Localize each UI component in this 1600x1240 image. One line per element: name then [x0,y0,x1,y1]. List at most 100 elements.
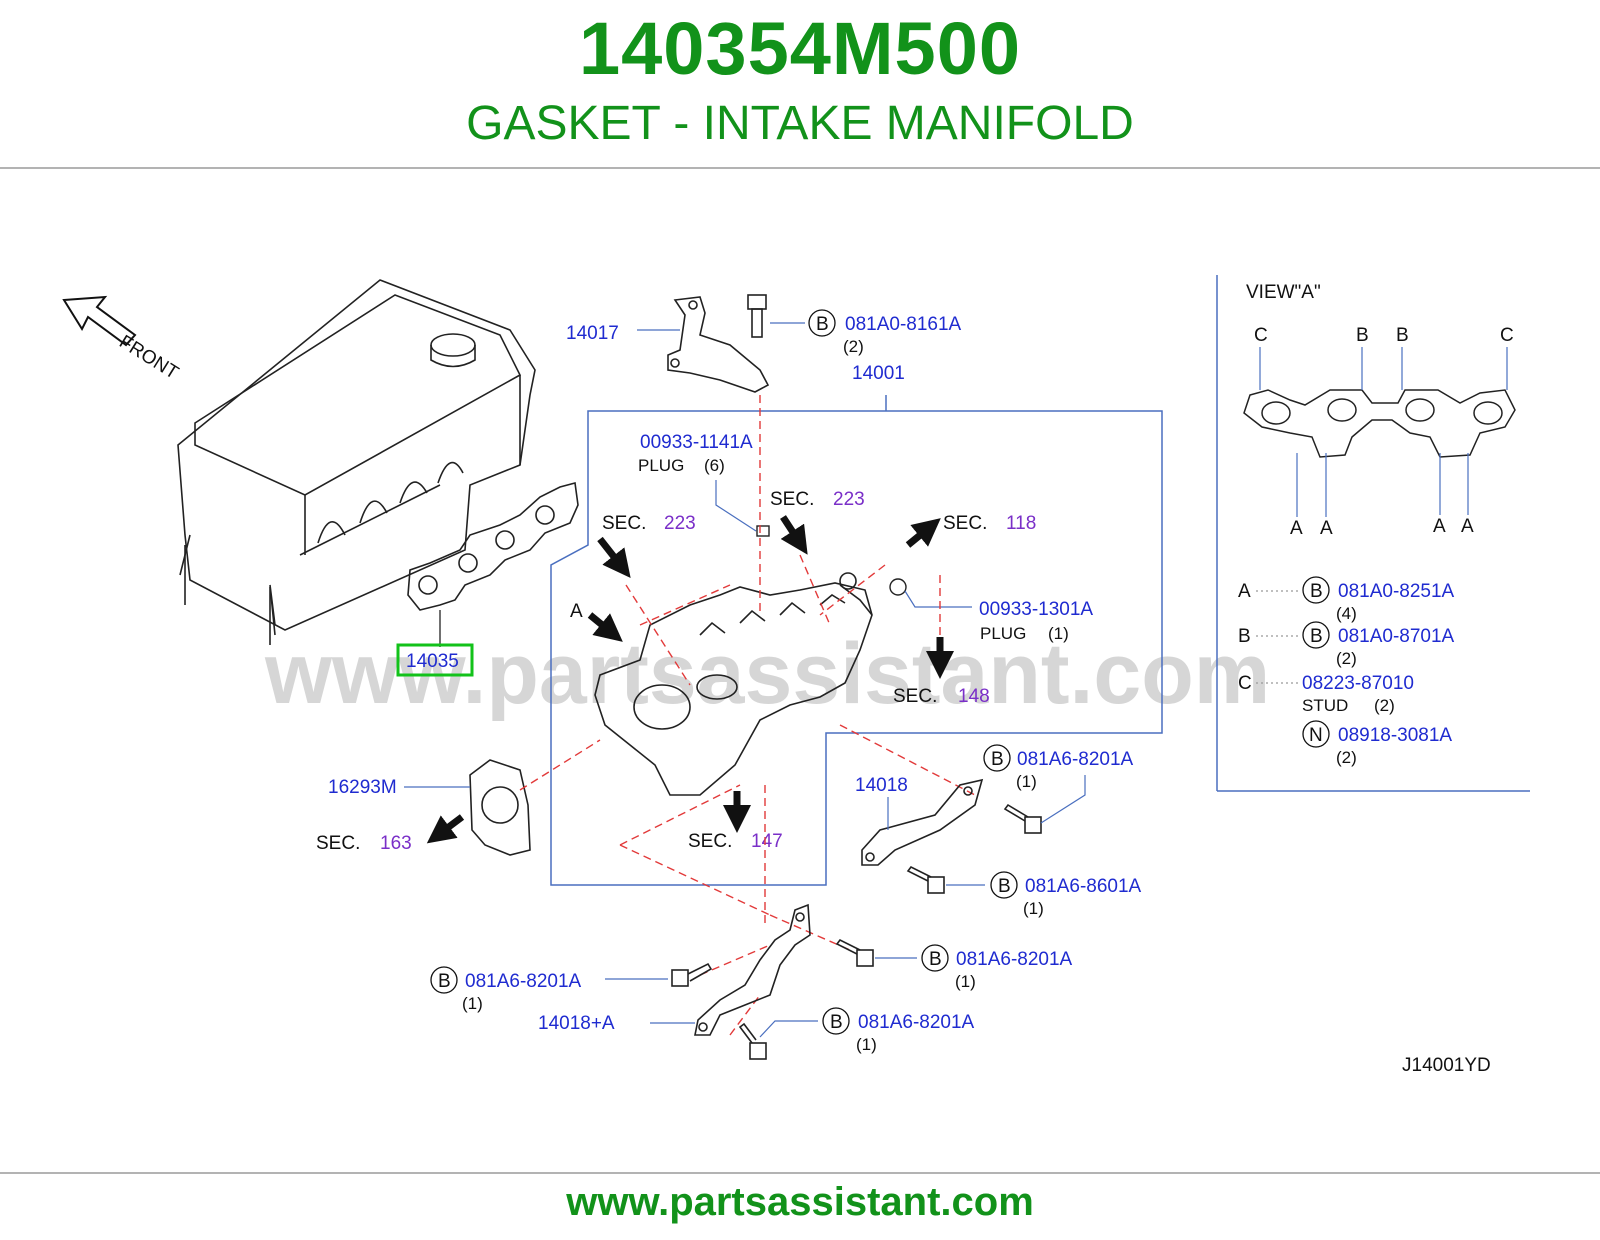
part-label-081A6-8601A[interactable]: 081A6-8601A [1025,876,1142,897]
engine-head-drawing [177,279,536,645]
throttle-gasket-drawing [469,759,531,856]
part-label-16293M[interactable]: 16293M [328,777,397,798]
arrow-icon [905,518,941,548]
sec-word: SEC. [893,686,937,707]
view-letter: C [1500,325,1514,346]
view-letter: A [1290,518,1303,539]
bolt-icon [906,865,945,894]
legend-part-081A0-8701A[interactable]: 081A0-8701A [1338,626,1455,647]
desc-00933-1141A: PLUG [638,456,684,475]
part-label-081A6-8201A-a[interactable]: 081A6-8201A [1017,749,1134,770]
marker-b: B [830,1012,843,1033]
legend-desc: STUD [1302,696,1348,715]
legend-key: C [1238,673,1252,694]
sec-147[interactable]: 147 [751,831,783,852]
assembly-outline-14001 [550,410,1163,886]
legend-part-081A0-8251A[interactable]: 081A0-8251A [1338,581,1455,602]
bracket-14017-drawing [667,296,770,393]
part-label-081A6-8201A-d[interactable]: 081A6-8201A [858,1012,975,1033]
arrow-icon [587,612,623,642]
legend-part-08223-87010[interactable]: 08223-87010 [1302,673,1414,694]
diagram-canvas: www.partsassistant.com FRONT 14035 14001 [62,275,1530,1076]
part-label-081A6-8201A-c[interactable]: 081A6-8201A [465,971,582,992]
bolt-icon [738,1022,767,1060]
bolt-icon [835,938,874,967]
drawing-code: J14001YD [1402,1055,1491,1076]
footer-divider [0,1172,1600,1174]
part-label-081A6-8201A-b[interactable]: 081A6-8201A [956,949,1073,970]
bracket-14018-drawing [861,778,984,866]
legend-key: A [1238,581,1251,602]
legend-qty: (2) [1336,748,1357,767]
legend-key: B [1238,626,1251,647]
bolt-icon [671,962,713,987]
plug-icon [889,578,907,596]
view-a-marker: A [570,601,583,622]
sec-223-left[interactable]: 223 [664,513,696,534]
header-divider [0,167,1600,169]
view-a-panel: VIEW"A" C B B C A A A A A B 081A0-8251A … [1216,275,1530,792]
qty-081A6-8201A-a: (1) [1016,772,1037,791]
front-label: FRONT [115,331,182,384]
part-label-14035[interactable]: 14035 [406,651,459,672]
marker-b: B [816,314,829,335]
sec-word: SEC. [688,831,732,852]
sec-word: SEC. [316,833,360,854]
view-letter: B [1356,325,1369,346]
legend-part-08918-3081A[interactable]: 08918-3081A [1338,725,1452,746]
qty-081A6-8201A-d: (1) [856,1035,877,1054]
legend-qty: (2) [1374,696,1395,715]
sec-word: SEC. [943,513,987,534]
sec-148[interactable]: 148 [958,686,990,707]
bolt-icon [747,294,767,338]
footer-url-link[interactable]: www.partsassistant.com [566,1180,1034,1224]
marker-b: B [998,876,1011,897]
bolt-icon [1003,803,1042,834]
marker-b: B [991,749,1004,770]
qty-081A0-8161A: (2) [843,337,864,356]
desc-00933-1301A: PLUG [980,624,1026,643]
part-name-subtitle: GASKET - INTAKE MANIFOLD [466,97,1134,150]
qty-081A6-8601A: (1) [1023,899,1044,918]
part-label-14018[interactable]: 14018 [855,775,908,796]
part-label-081A0-8161A[interactable]: 081A0-8161A [845,314,962,335]
view-letter: A [1433,516,1446,537]
intake-gasket-drawing [407,481,579,611]
legend-marker: N [1309,725,1323,746]
highlight-box-14035 [396,643,474,677]
part-label-14017[interactable]: 14017 [566,323,619,344]
legend-marker: B [1310,626,1323,647]
legend-marker: B [1310,581,1323,602]
sec-223-right[interactable]: 223 [833,489,865,510]
part-label-14001[interactable]: 14001 [852,363,905,384]
qty-00933-1141A: (6) [704,456,725,475]
marker-b: B [929,949,942,970]
marker-b: B [438,971,451,992]
sec-word: SEC. [602,513,646,534]
sec-word: SEC. [770,489,814,510]
qty-00933-1301A: (1) [1048,624,1069,643]
legend-qty: (4) [1336,604,1357,623]
view-letter: A [1461,516,1474,537]
intake-manifold-drawing [594,572,873,796]
part-label-00933-1301A[interactable]: 00933-1301A [979,599,1093,620]
arrow-icon [597,536,631,579]
parts-diagram: www.partsassistant.com FRONT 14035 14001 [0,205,1600,1165]
qty-081A6-8201A-b: (1) [955,972,976,991]
page-header: 140354M500 GASKET - INTAKE MANIFOLD [0,0,1600,168]
arrow-icon [780,515,808,555]
sec-163[interactable]: 163 [380,833,412,854]
view-a-title: VIEW"A" [1246,282,1321,303]
view-letter: C [1254,325,1268,346]
front-arrow-icon: FRONT [62,295,182,384]
part-number-title: 140354M500 [578,7,1022,90]
part-label-14018A[interactable]: 14018+A [538,1013,615,1034]
view-letter: A [1320,518,1333,539]
sec-118[interactable]: 118 [1006,513,1036,534]
bracket-14018a-drawing [694,903,811,1036]
qty-081A6-8201A-c: (1) [462,994,483,1013]
part-label-00933-1141A[interactable]: 00933-1141A [640,432,753,453]
arrow-icon [426,814,465,844]
legend-qty: (2) [1336,649,1357,668]
view-letter: B [1396,325,1409,346]
